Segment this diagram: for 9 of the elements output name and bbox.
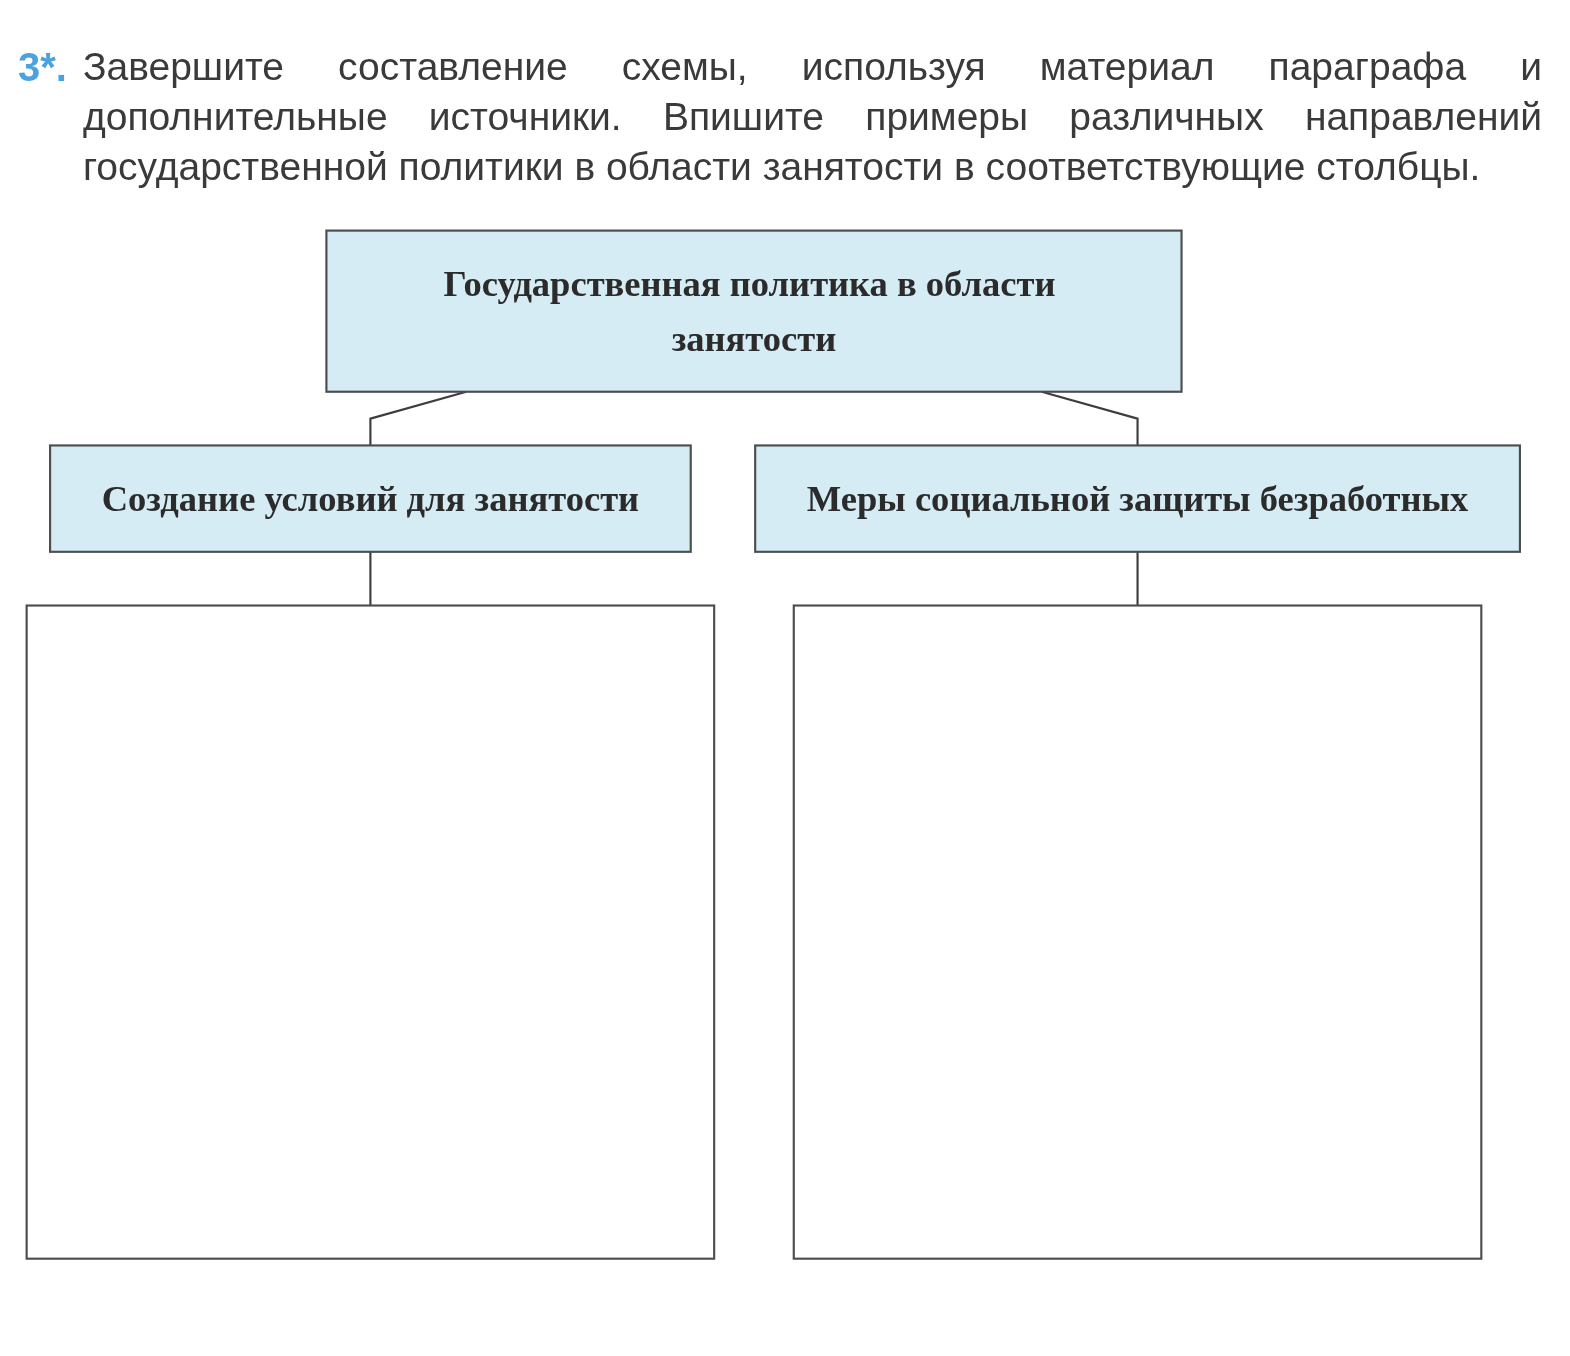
connector — [1136, 551, 1139, 606]
node-box — [792, 604, 1483, 1260]
node-box — [25, 604, 716, 1260]
connector — [369, 551, 372, 606]
node-box: Меры социальной защиты безработных — [754, 444, 1521, 553]
task-number: 3*. — [18, 44, 67, 91]
node-box: Государственная политика в области занятости — [325, 229, 1183, 393]
task-instruction: Завершите составление схемы, используя материал параграфа и дополнительные источники. Впишите примеры различных направлений государственной политики в области занятости в соответствующие столбцы. — [82, 44, 1542, 190]
node-box: Создание условий для занятости — [49, 444, 692, 553]
